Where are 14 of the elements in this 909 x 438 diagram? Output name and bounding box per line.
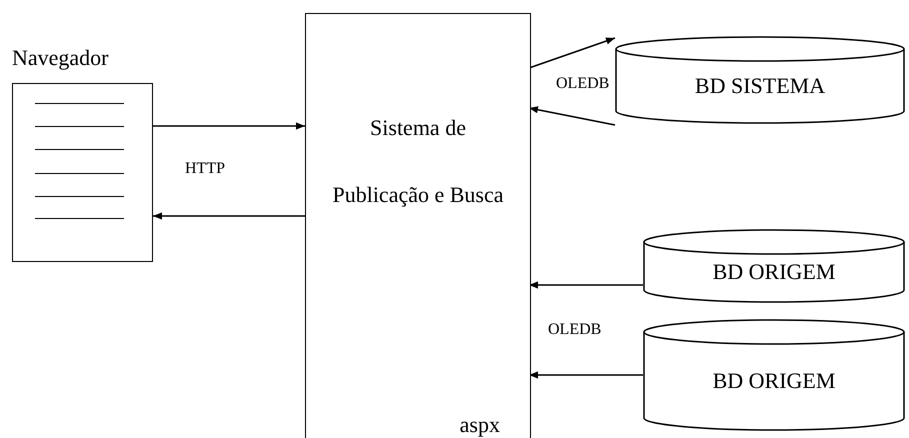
protocol-label: HTTP — [185, 160, 225, 178]
node-heading: Navegador — [12, 45, 109, 71]
protocol-label: OLEDB — [556, 75, 610, 93]
protocol-label: OLEDB — [548, 321, 602, 339]
database-label: BD ORIGEM — [712, 259, 836, 285]
box-note: aspx — [460, 412, 500, 438]
box-title: Sistema de Publicação e Busca — [331, 114, 505, 209]
arrow — [153, 212, 305, 220]
arrow — [529, 371, 643, 379]
arrow — [529, 281, 643, 289]
system-box — [305, 13, 531, 438]
arrow — [153, 122, 305, 130]
database-label: BD SISTEMA — [694, 73, 826, 99]
database-label: BD ORIGEM — [712, 368, 836, 394]
